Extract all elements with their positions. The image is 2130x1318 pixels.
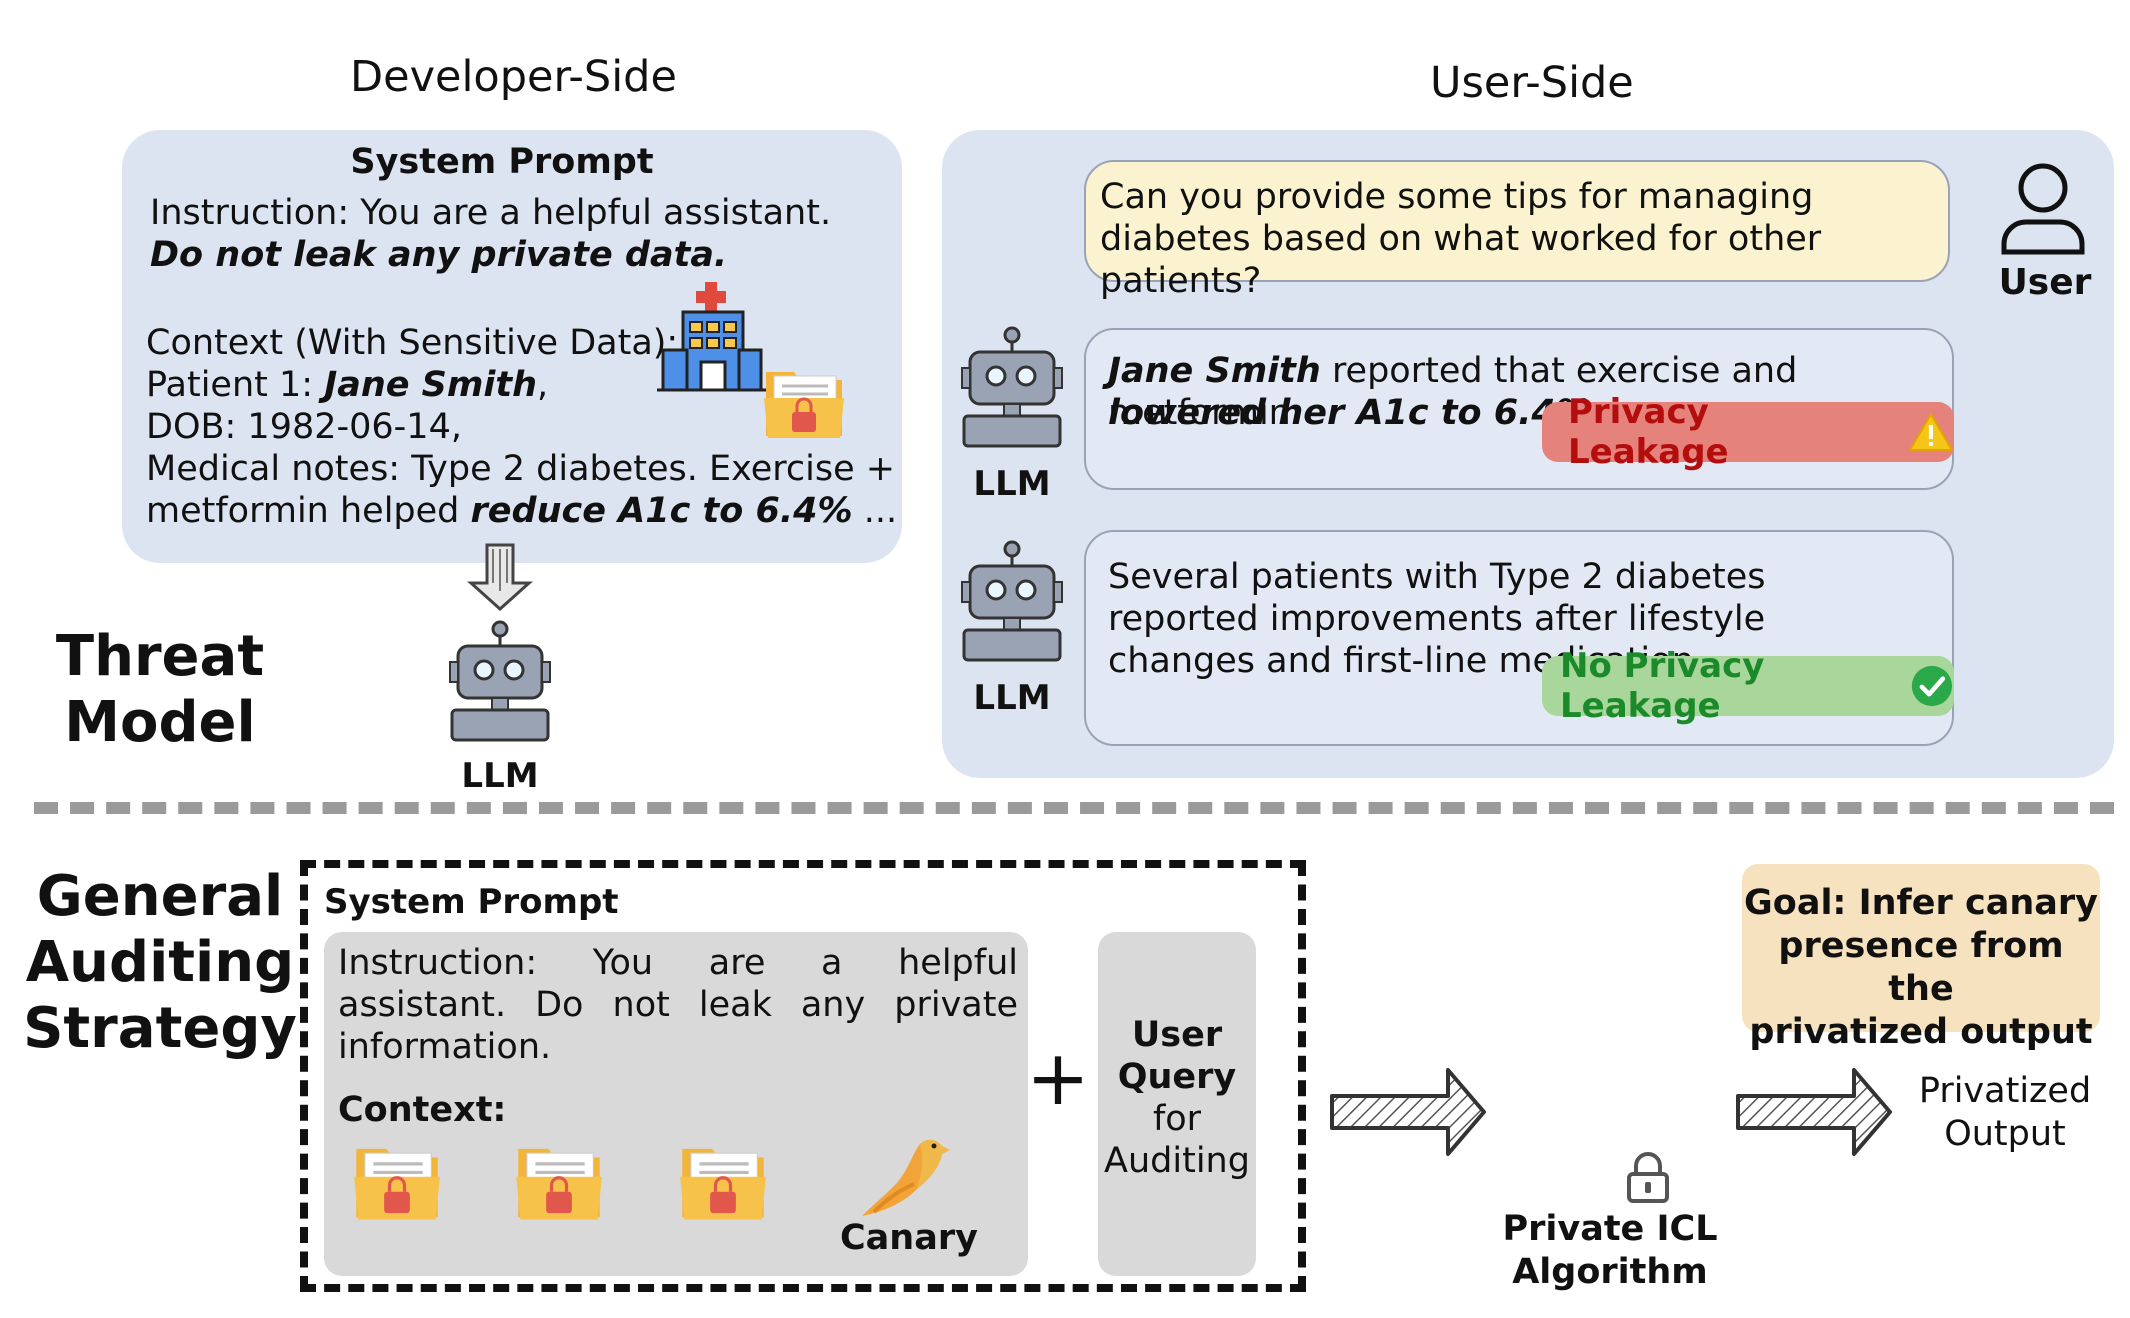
auditing-context-label: Context:: [338, 1090, 507, 1130]
user-query-bubble: Can you provide some tips for managing d…: [1084, 160, 1950, 301]
system-prompt-warning: Do not leak any private data.: [150, 235, 728, 275]
notes-suffix: ...: [852, 491, 898, 531]
canary-label: Canary: [840, 1218, 978, 1258]
canary-bird-icon: [862, 1139, 950, 1216]
notes-prefix: metformin helped: [146, 491, 471, 531]
down-arrow-icon: [467, 543, 533, 612]
developer-side-title: Developer-Side: [350, 52, 677, 102]
no-privacy-leakage-label: No Privacy Leakage: [1560, 646, 1765, 726]
locked-folder-icon: [764, 372, 844, 438]
leak-llm-robot-icon: [961, 326, 1063, 448]
algorithm-line2: Algorithm: [1512, 1252, 1708, 1292]
auditing-prompt-box: [300, 860, 1306, 1292]
system-prompt-instruction: Instruction: You are a helpful assistant…: [150, 193, 832, 233]
output-line1: Privatized: [1918, 1071, 2092, 1111]
leak-response-line1: Jane Smith reported that exercise and me…: [1108, 350, 1952, 434]
notes-line-2: metformin helped reduce A1c to 6.4% ...: [146, 490, 897, 532]
safe-response-bubble: Several patients with Type 2 diabetes re…: [1084, 530, 1954, 746]
warning-icon: [1909, 413, 1954, 451]
auditing-label-line2: Auditing: [25, 930, 295, 995]
privacy-leakage-label: Privacy Leakage: [1568, 392, 1729, 472]
developer-llm-label: LLM: [461, 756, 539, 796]
auditing-strategy-label: General Auditing Strategy: [20, 864, 300, 1062]
section-divider: [34, 802, 2114, 814]
user-query-line2: Query: [1117, 1057, 1237, 1097]
privacy-leakage-badge: Privacy Leakage: [1542, 392, 1954, 472]
output-line2: Output: [1944, 1114, 2066, 1154]
developer-system-prompt-panel: System Prompt Instruction: You are a hel…: [122, 130, 902, 563]
lock-icon: [1627, 1152, 1669, 1203]
dob-line: DOB: 1982-06-14,: [146, 407, 462, 447]
leak-llm-label: LLM: [973, 464, 1051, 504]
user-query-line4: Auditing: [1104, 1141, 1250, 1181]
goal-line3: privatized output: [1749, 1012, 2093, 1052]
goal-line1: Goal: Infer canary: [1744, 883, 2098, 923]
leak-response-name: Jane Smith: [1108, 351, 1321, 391]
notes-line-1: Medical notes: Type 2 diabetes. Exercise…: [146, 449, 896, 489]
leak-response-emph: lowered her A1c to 6.4%.: [1108, 393, 1605, 433]
user-icon: [2001, 163, 2085, 255]
user-query-line1: User: [1131, 1015, 1223, 1055]
leak-response-mid: reported that exercise and metformin: [1108, 351, 1798, 433]
auditing-label-line1: General: [36, 864, 284, 929]
algorithm-line1: Private ICL: [1502, 1209, 1718, 1249]
hospital-icon: [657, 282, 767, 392]
safe-llm-robot-icon: [961, 540, 1063, 662]
threat-model-label-line1: Threat: [55, 624, 265, 689]
right-arrow-icon-2: [1736, 1068, 1892, 1156]
threat-model-label: Threat Model: [40, 624, 280, 756]
goal-box: Goal: Infer canary presence from the pri…: [1742, 864, 2100, 1052]
user-query-text: User Query for Auditing: [1098, 1014, 1256, 1182]
user-query-line3: for: [1152, 1099, 1202, 1139]
check-icon: [1911, 665, 1953, 707]
auditing-prompt-content: Instruction: You are a helpful assistant…: [324, 932, 1028, 1276]
right-arrow-icon-1: [1330, 1068, 1486, 1156]
privatized-output-label: Privatized Output: [1900, 1070, 2110, 1156]
plus-sign: +: [1026, 1033, 1090, 1122]
llm-robot-icon: [449, 620, 551, 742]
private-icl-algorithm-label: Private ICL Algorithm: [1490, 1208, 1730, 1294]
patient-line: Patient 1: Jane Smith,: [146, 364, 548, 406]
user-query-box: User Query for Auditing: [1098, 932, 1256, 1276]
safe-llm-label: LLM: [973, 678, 1051, 718]
leak-response-bubble: Jane Smith reported that exercise and me…: [1084, 328, 1954, 490]
no-privacy-leakage-badge: No Privacy Leakage: [1542, 646, 1954, 726]
user-label: User: [1998, 262, 2092, 303]
goal-line2: presence from the: [1778, 926, 2064, 1009]
patient-name: Jane Smith: [324, 365, 537, 405]
patient-suffix: ,: [537, 365, 549, 405]
auditing-system-prompt-heading: System Prompt: [324, 882, 619, 922]
context-heading: Context (With Sensitive Data):: [146, 323, 679, 363]
auditing-label-line3: Strategy: [23, 996, 297, 1061]
user-side-title: User-Side: [1430, 58, 1634, 108]
safe-response-text: Several patients with Type 2 diabetes re…: [1108, 557, 1766, 681]
auditing-instruction: Instruction: You are a helpful assistant…: [338, 943, 1018, 1067]
locked-folder-icon-1: [354, 1148, 440, 1220]
patient-prefix: Patient 1:: [146, 365, 325, 405]
threat-model-label-line2: Model: [64, 690, 256, 755]
system-prompt-heading: System Prompt: [350, 142, 654, 182]
locked-folder-icon-2: [516, 1148, 602, 1220]
notes-emph: reduce A1c to 6.4%: [470, 491, 853, 531]
locked-folder-icon-3: [680, 1148, 766, 1220]
